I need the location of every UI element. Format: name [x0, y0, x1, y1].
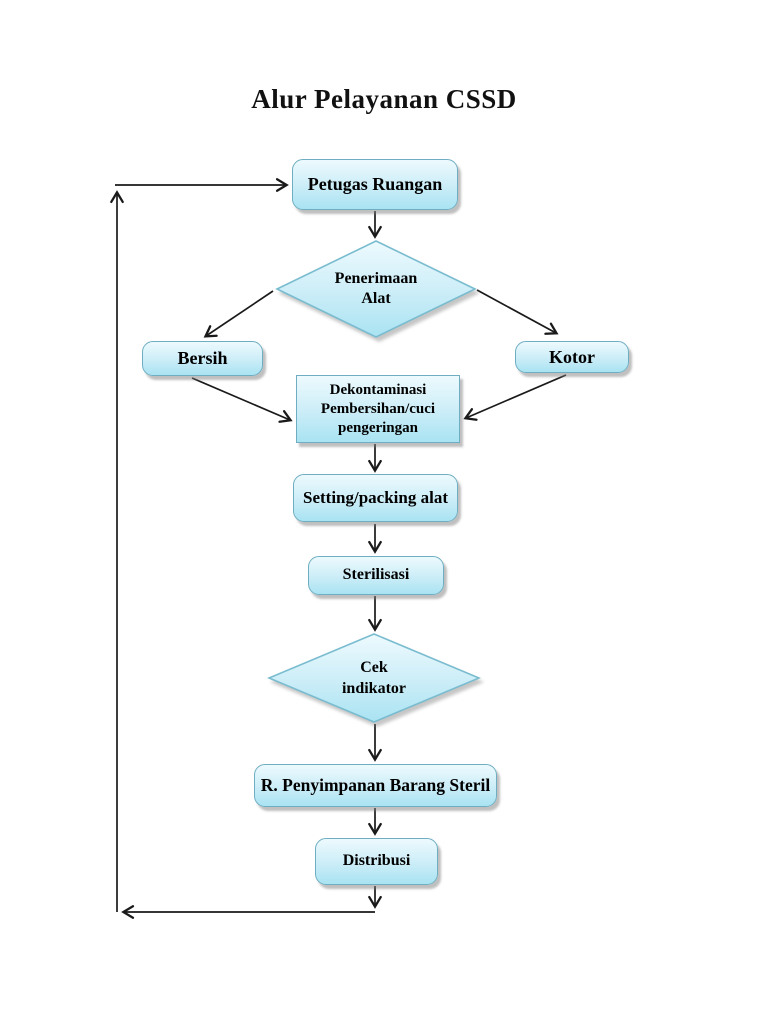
node-penerimaan-alat-diamond: Penerimaan Alat — [275, 240, 477, 338]
node-label: Petugas Ruangan — [307, 174, 443, 195]
edge-penerimaan-to-bersih — [203, 290, 274, 338]
edge-kotor-to-dekontaminasi — [463, 374, 567, 421]
node-label: Distribusi — [342, 852, 411, 870]
node-sterilisasi: Sterilisasi — [308, 556, 444, 595]
node-label: Kotor — [549, 346, 595, 367]
node-label: Bersih — [177, 348, 228, 369]
node-bersih: Bersih — [142, 341, 263, 376]
node-label: Cek indikator — [341, 659, 406, 697]
node-label: R. Penyimpanan Barang Steril — [260, 775, 491, 796]
diagram-title: Alur Pelayanan CSSD — [251, 84, 517, 114]
node-label: Sterilisasi — [342, 566, 410, 584]
node-petugas-ruangan: Petugas Ruangan — [292, 159, 458, 210]
node-dekontaminasi: Dekontaminasi Pembersihan/cuci pengering… — [296, 375, 460, 443]
node-label: Penerimaan Alat — [334, 270, 418, 307]
node-penyimpanan-barang-steril: R. Penyimpanan Barang Steril — [254, 764, 497, 807]
node-setting-packing: Setting/packing alat — [293, 474, 458, 522]
node-label: Dekontaminasi Pembersihan/cuci pengering… — [320, 381, 436, 436]
diamond-shape — [267, 633, 481, 723]
node-label: Setting/packing alat — [303, 488, 448, 508]
node-cek-indikator-diamond: Cek indikator — [267, 633, 481, 723]
node-distribusi: Distribusi — [315, 838, 438, 885]
edge-bersih-to-dekontaminasi — [191, 377, 293, 423]
diamond-shape — [275, 240, 477, 338]
edge-penerimaan-to-kotor — [476, 289, 559, 335]
node-kotor: Kotor — [515, 341, 629, 373]
